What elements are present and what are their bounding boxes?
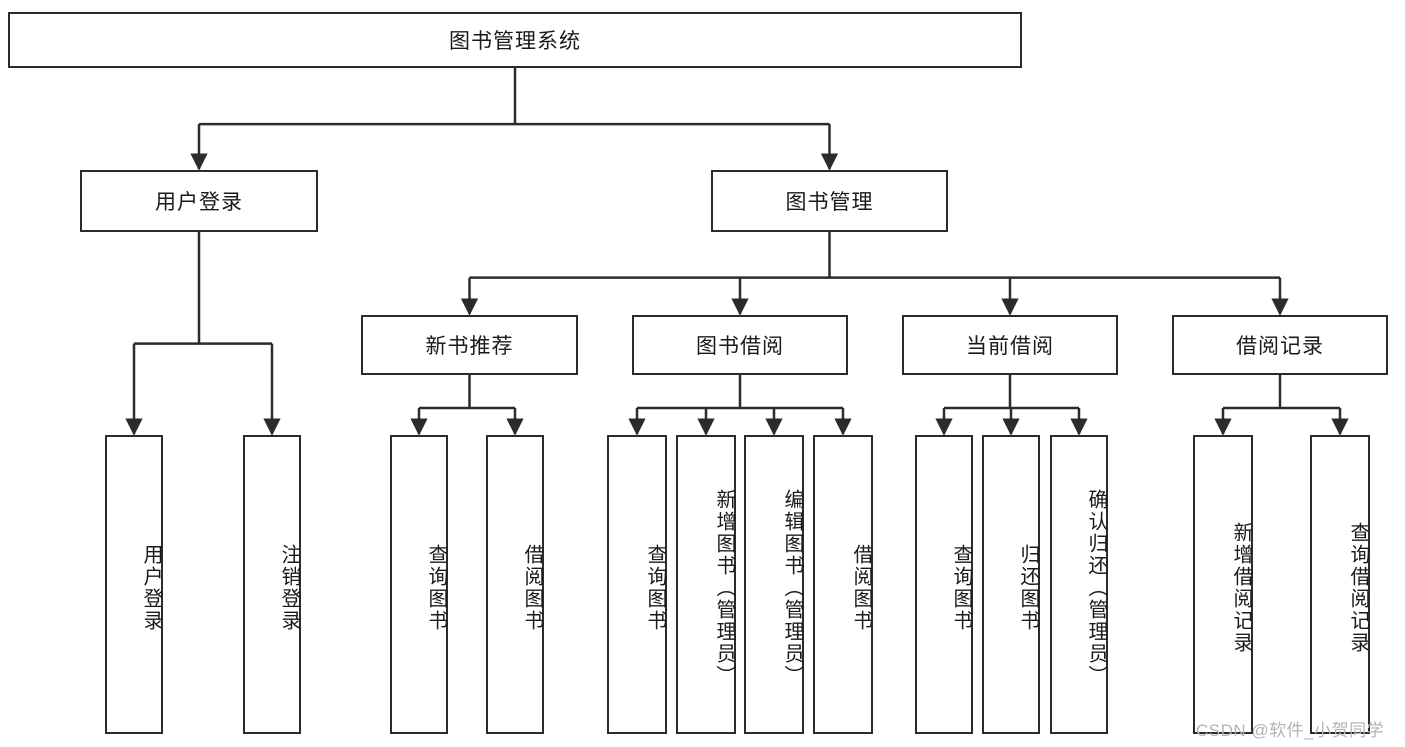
node-new-book-recommend[interactable]: 新书推荐 [361, 315, 578, 375]
node-current-borrow-label: 当前借阅 [966, 335, 1054, 358]
node-user-login[interactable]: 用户登录 [80, 170, 318, 232]
node-root-label: 图书管理系统 [449, 30, 581, 53]
leaf-borrow-borrow-book-label: 借阅图书 [850, 543, 872, 632]
leaf-borrow-edit-book[interactable]: 编辑图书（管理员） [744, 435, 804, 734]
leaf-borrow-query-book-label: 查询图书 [644, 543, 666, 632]
node-book-management-label: 图书管理 [785, 191, 874, 214]
leaf-borrow-borrow-book[interactable]: 借阅图书 [813, 435, 873, 734]
leaf-record-add-label: 新增借阅记录 [1230, 521, 1252, 654]
leaf-current-return-book-label: 归还图书 [1017, 543, 1039, 632]
leaf-current-query-book-label: 查询图书 [950, 543, 972, 632]
leaf-user-login[interactable]: 用户登录 [105, 435, 163, 734]
node-new-book-recommend-label: 新书推荐 [425, 335, 514, 358]
leaf-borrow-edit-book-label: 编辑图书（管理员） [781, 488, 803, 687]
node-borrow-record-label: 借阅记录 [1236, 335, 1324, 358]
leaf-user-logout-label: 注销登录 [278, 543, 300, 632]
leaf-newbook-borrow-book[interactable]: 借阅图书 [486, 435, 544, 734]
node-root[interactable]: 图书管理系统 [8, 12, 1022, 68]
leaf-newbook-query-book[interactable]: 查询图书 [390, 435, 448, 734]
node-book-borrow[interactable]: 图书借阅 [632, 315, 848, 375]
leaf-record-add[interactable]: 新增借阅记录 [1193, 435, 1253, 734]
node-user-login-label: 用户登录 [155, 191, 243, 214]
node-borrow-record[interactable]: 借阅记录 [1172, 315, 1388, 375]
node-current-borrow[interactable]: 当前借阅 [902, 315, 1118, 375]
leaf-current-confirm-return[interactable]: 确认归还（管理员） [1050, 435, 1108, 734]
leaf-borrow-query-book[interactable]: 查询图书 [607, 435, 667, 734]
leaf-newbook-borrow-book-label: 借阅图书 [521, 543, 543, 632]
leaf-record-query-label: 查询借阅记录 [1347, 521, 1369, 654]
leaf-borrow-add-book-label: 新增图书（管理员） [713, 488, 735, 687]
node-book-borrow-label: 图书借阅 [696, 335, 784, 358]
leaf-current-return-book[interactable]: 归还图书 [982, 435, 1040, 734]
leaf-user-logout[interactable]: 注销登录 [243, 435, 301, 734]
leaf-user-login-label: 用户登录 [140, 543, 162, 632]
connector-lines [125, 68, 1349, 436]
node-book-management[interactable]: 图书管理 [711, 170, 948, 232]
leaf-current-confirm-return-label: 确认归还（管理员） [1085, 488, 1107, 687]
leaf-borrow-add-book[interactable]: 新增图书（管理员） [676, 435, 736, 734]
leaf-newbook-query-book-label: 查询图书 [425, 543, 447, 632]
leaf-current-query-book[interactable]: 查询图书 [915, 435, 973, 734]
leaf-record-query[interactable]: 查询借阅记录 [1310, 435, 1370, 734]
